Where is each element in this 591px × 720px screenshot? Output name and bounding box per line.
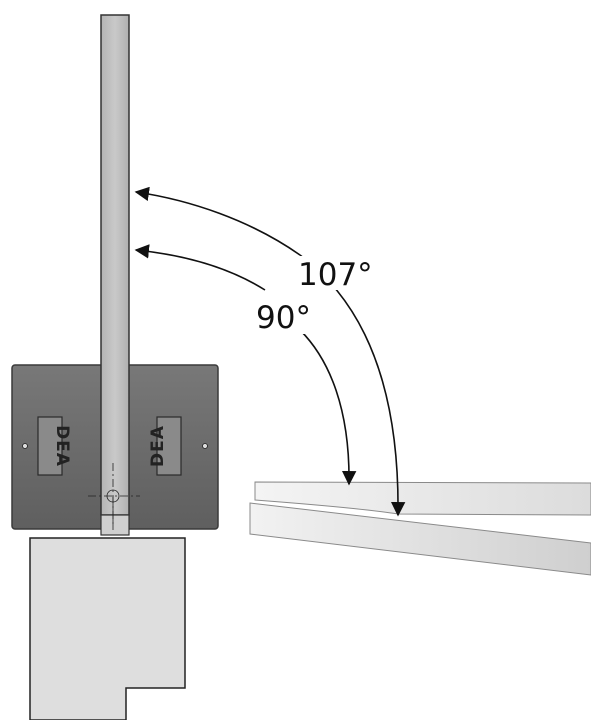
arm-base-segment	[100, 514, 130, 536]
pivot-centerlines	[88, 463, 140, 530]
logo-text-left: DEA	[52, 425, 72, 467]
arc-arrow-107-top	[134, 186, 301, 256]
arc-arrow-90	[299, 329, 357, 486]
tilted-boom-107	[249, 502, 591, 576]
screw-left	[22, 443, 28, 449]
vertical-boom-arm	[100, 14, 130, 516]
angle-label-107: 107°	[298, 257, 373, 293]
logo-plate-left: DEA	[37, 416, 72, 476]
screw-right	[202, 443, 208, 449]
arc-arrow-90-top	[134, 244, 266, 291]
logo-plate-right: DEA	[148, 416, 182, 476]
logo-text-right: DEA	[148, 425, 168, 467]
angle-label-90: 90°	[256, 300, 311, 336]
support-pillar	[29, 537, 186, 720]
